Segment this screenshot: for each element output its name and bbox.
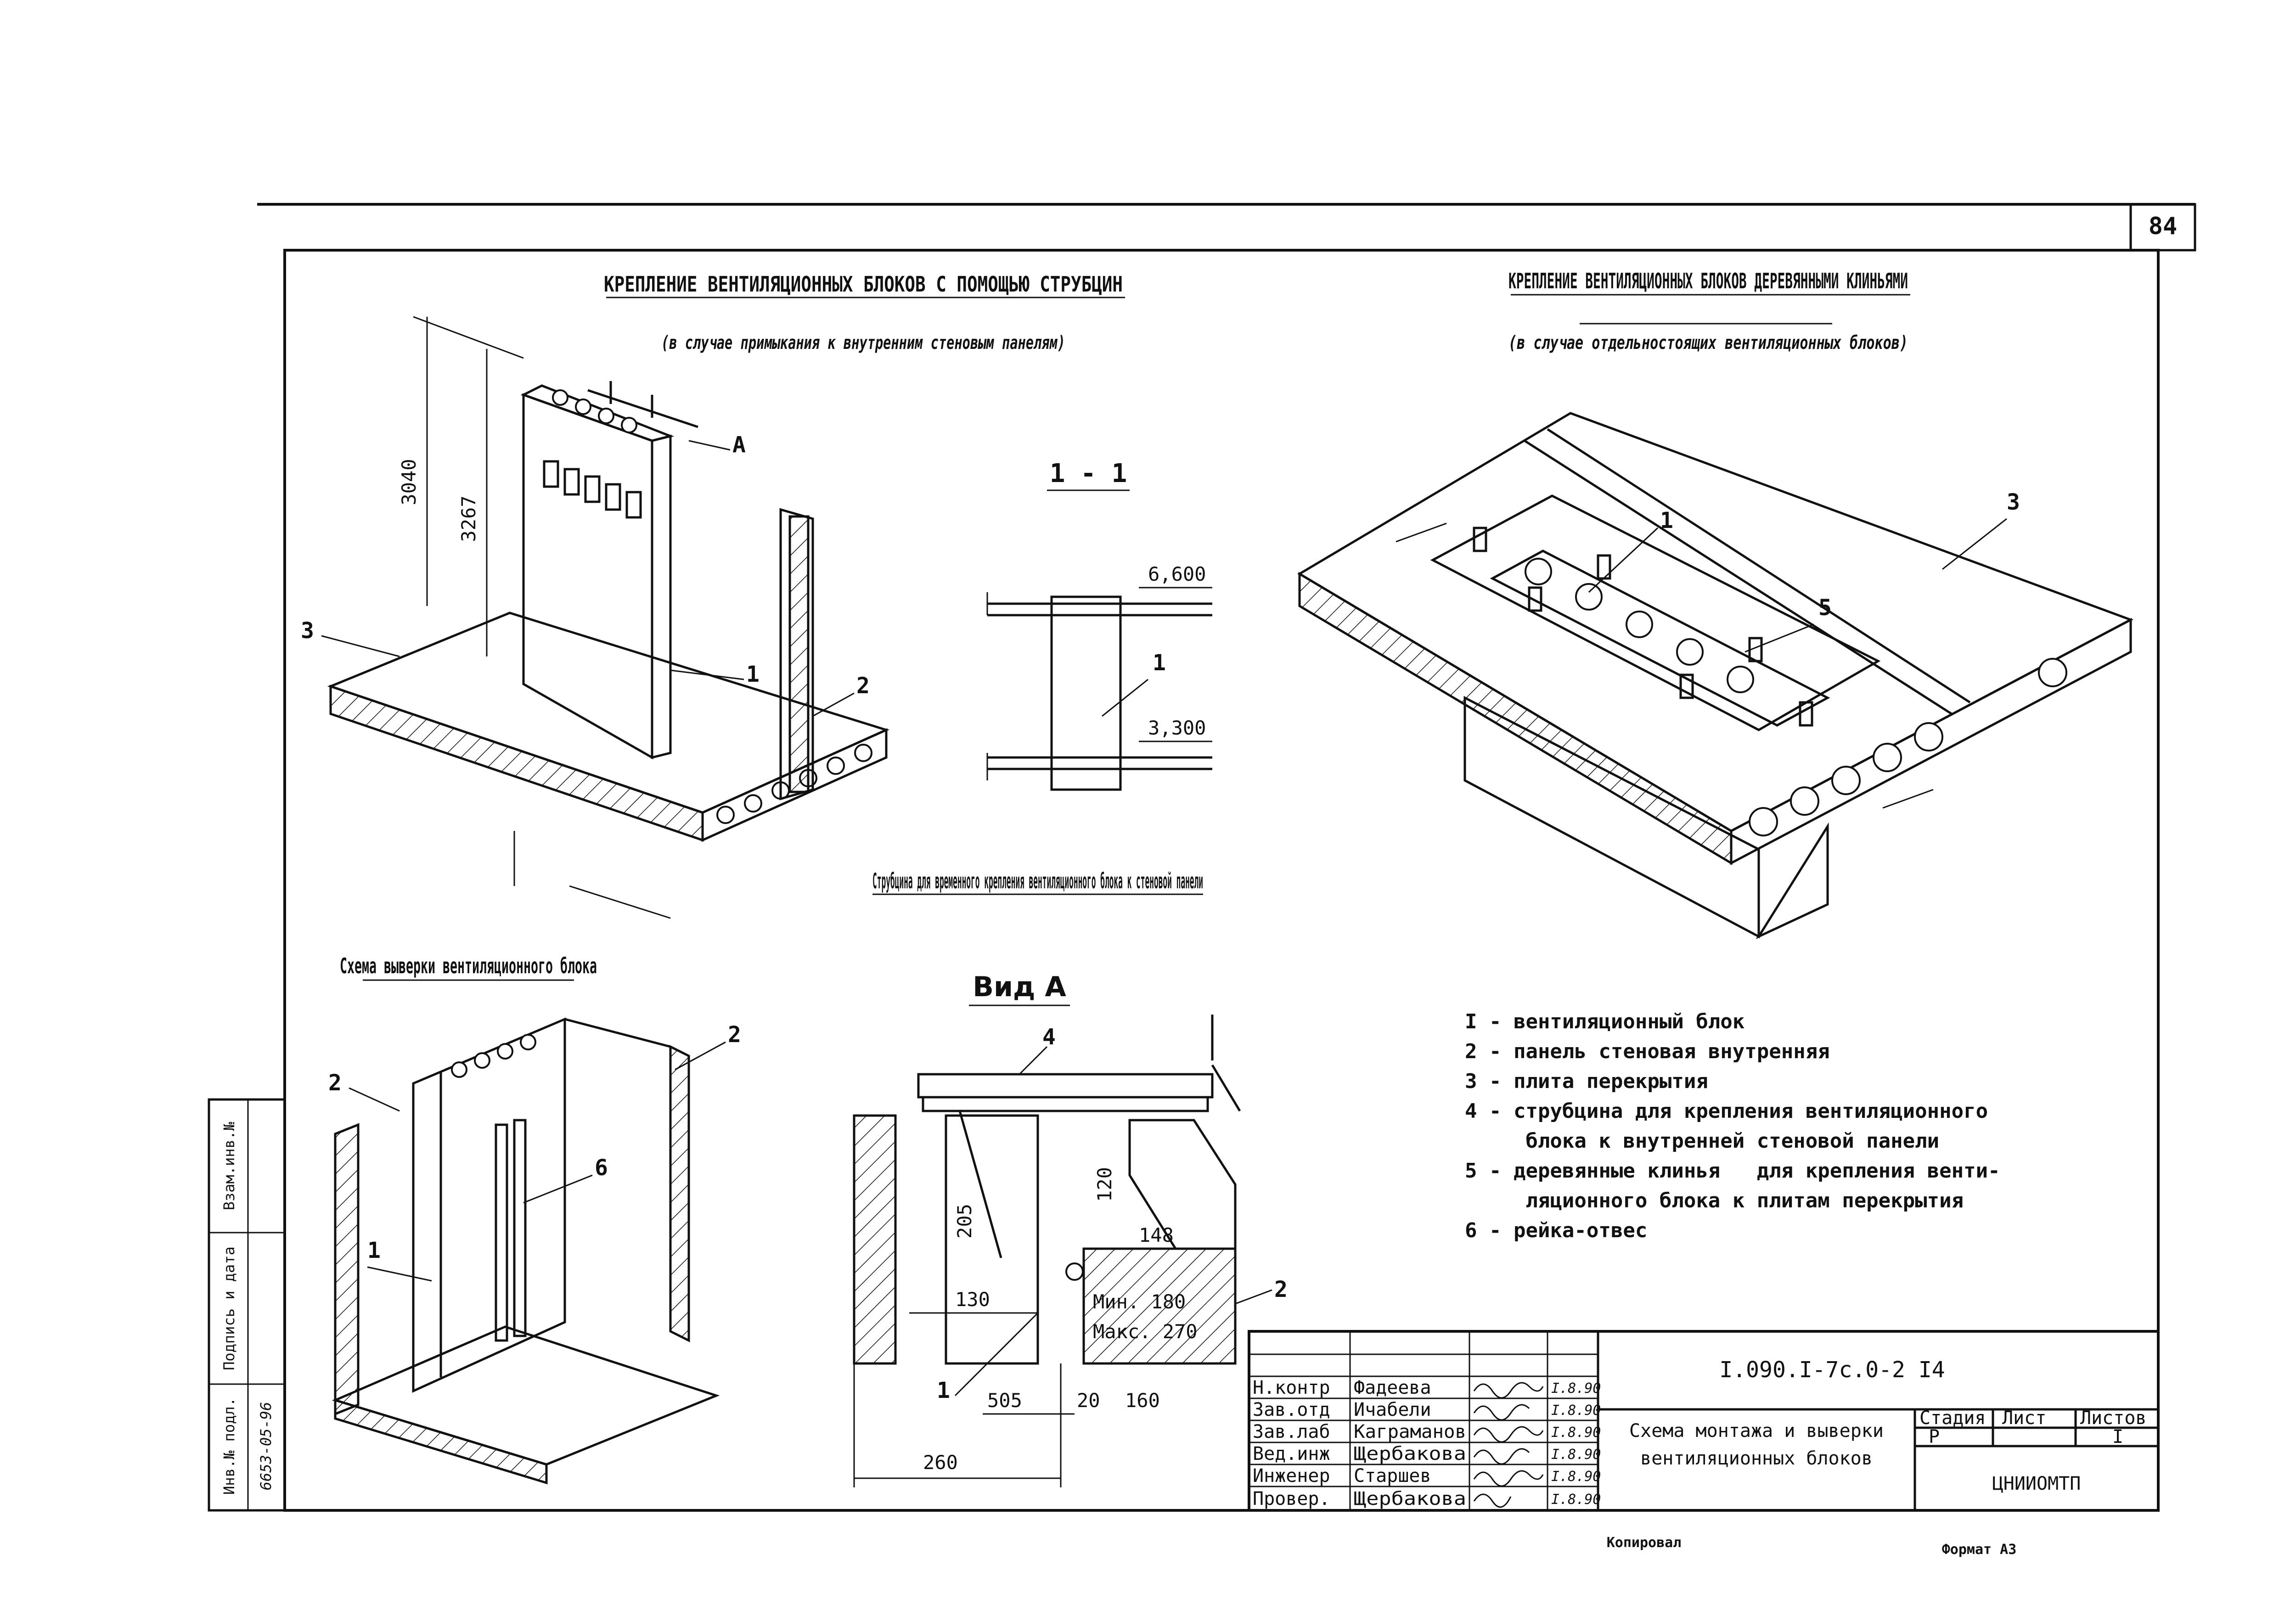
legend-line-3: 3 - плита перекрытия — [1465, 1070, 1708, 1093]
organization: ЦНИИОМТП — [1992, 1473, 2081, 1494]
name-2: Ичабели — [1354, 1399, 1431, 1420]
clamp-title: Струбцина для временного крепления венти… — [872, 869, 1203, 893]
dim-260: 260 — [923, 1451, 958, 1474]
role-1: Н.контр — [1253, 1377, 1330, 1398]
alignment-block-holes — [451, 1034, 536, 1078]
callout-1-c: 1 — [1660, 508, 1673, 533]
callout-2-b: 2 — [328, 1070, 342, 1096]
sheets-value: I — [2112, 1426, 2123, 1447]
footer-copied: Копировал — [1607, 1535, 1682, 1551]
drawing-frame: 84 — [257, 203, 2196, 1512]
callout-1-b: 1 — [1153, 650, 1166, 676]
drawing-title-1: Схема монтажа и выверки — [1629, 1420, 1884, 1442]
stamp-inv-value: 6653-05-96 — [257, 1402, 275, 1491]
dim-3040: 3040 — [398, 459, 420, 505]
document-code: I.090.I-7c.0-2 I4 — [1719, 1357, 1945, 1383]
role-3: Зав.лаб — [1253, 1421, 1330, 1442]
elev-6600: 6,600 — [1148, 563, 1206, 585]
wooden-wedges — [1473, 527, 1813, 727]
legend: I - вентиляционный блок 2 - панель стено… — [1465, 1010, 2000, 1242]
wedge-mount-note: (в случае отдельностоящих вентиляционных… — [1508, 332, 1908, 353]
legend-line-5: блока к внутренней стеновой панели — [1465, 1129, 1939, 1153]
callout-2-c: 2 — [728, 1022, 741, 1048]
title-block: Н.контр Зав.отд Зав.лаб Вед.инж Инженер … — [1248, 1330, 2160, 1512]
sheets-label: Листов — [2080, 1408, 2147, 1429]
stamp-replace-label: Взам.инв.№ — [220, 1122, 238, 1210]
dim-148: 148 — [1139, 1224, 1174, 1246]
date-1: I.8.90 — [1551, 1380, 1601, 1397]
callout-4: 4 — [1042, 1024, 1056, 1050]
dim-160: 160 — [1125, 1389, 1160, 1412]
dim-max: Макс. 270 — [1093, 1320, 1198, 1343]
dim-20: 20 — [1077, 1389, 1100, 1412]
role-5: Инженер — [1253, 1465, 1330, 1486]
callout-3-b: 3 — [2007, 489, 2020, 515]
sheet-label: Лист — [2002, 1408, 2046, 1429]
name-5: Старшев — [1354, 1465, 1431, 1486]
date-5: I.8.90 — [1551, 1469, 1601, 1485]
sheet-number: 84 — [2149, 213, 2178, 240]
callout-5: 5 — [1818, 595, 1832, 621]
stamp-inv-label: Инв.№ подл. — [220, 1397, 238, 1495]
clamp-mount-note: (в случае примыкания к внутренним стенов… — [661, 332, 1065, 353]
dim-3267: 3267 — [457, 495, 480, 542]
clamp-mount-view: КРЕПЛЕНИЕ ВЕНТИЛЯЦИОННЫХ БЛОКОВ С ПОМОЩЬ… — [301, 272, 1125, 919]
callout-a-marker: А — [732, 432, 746, 458]
slab-holes-right — [1749, 658, 2067, 836]
vent-top-holes — [552, 389, 637, 433]
date-3: I.8.90 — [1551, 1425, 1601, 1441]
view-a-title: Вид А — [973, 971, 1066, 1003]
stamp-sign-label: Подпись и дата — [220, 1246, 238, 1370]
signatures — [1473, 1382, 1544, 1508]
role-6: Провер. — [1253, 1488, 1330, 1509]
callout-1-a: 1 — [746, 662, 760, 687]
alignment-view: Схема выверки вентиляционного блока 6 1 … — [328, 954, 741, 1485]
date-2: I.8.90 — [1551, 1402, 1601, 1419]
dim-120: 120 — [1093, 1167, 1116, 1202]
name-4: Щербакова — [1354, 1443, 1466, 1464]
callout-2-a: 2 — [856, 673, 870, 699]
side-stamp: Инв.№ подл. Подпись и дата Взам.инв.№ 66… — [208, 1098, 286, 1512]
callout-1-d: 1 — [367, 1238, 381, 1263]
date-6: I.8.90 — [1551, 1492, 1601, 1508]
legend-line-1: I - вентиляционный блок — [1465, 1010, 1745, 1033]
slab-holes-left — [716, 744, 872, 824]
stage-value: Р — [1929, 1426, 1940, 1447]
drawing-title-2: вентиляционных блоков — [1640, 1448, 1873, 1469]
footer-format: Формат А3 — [1942, 1542, 2017, 1558]
clamp-mount-title: КРЕПЛЕНИЕ ВЕНТИЛЯЦИОННЫХ БЛОКОВ С ПОМОЩЬ… — [604, 272, 1123, 297]
callout-1-e: 1 — [937, 1378, 950, 1403]
section-1-1: 1 - 1 6,600 3,300 1 — [986, 459, 1212, 791]
legend-line-2: 2 - панель стеновая внутренняя — [1465, 1040, 1830, 1063]
wedge-mount-view: КРЕПЛЕНИЕ ВЕНТИЛЯЦИОННЫХ БЛОКОВ ДЕРЕВЯНН… — [1297, 269, 2134, 939]
vent-block-top-holes — [1525, 558, 1754, 693]
role-4: Вед.инж — [1253, 1443, 1330, 1464]
dim-min: Мин. 180 — [1093, 1290, 1186, 1313]
dim-205: 205 — [953, 1204, 976, 1239]
dim-505: 505 — [987, 1389, 1022, 1412]
clamp-detail: Струбцина для временного крепления венти… — [853, 869, 1288, 1487]
name-1: Фадеева — [1354, 1377, 1431, 1398]
legend-line-7: ляционного блока к плитам перекрытия — [1465, 1189, 1964, 1212]
wedge-mount-title: КРЕПЛЕНИЕ ВЕНТИЛЯЦИОННЫХ БЛОКОВ ДЕРЕВЯНН… — [1508, 269, 1908, 293]
dim-130: 130 — [955, 1288, 990, 1311]
name-6: Щербакова — [1354, 1488, 1466, 1509]
callout-3-a: 3 — [301, 618, 314, 644]
callout-6: 6 — [595, 1155, 608, 1181]
section-title: 1 - 1 — [1050, 459, 1127, 488]
elev-3300: 3,300 — [1148, 717, 1206, 739]
legend-line-4: 4 - струбцина для крепления вентиляционн… — [1465, 1099, 1988, 1123]
legend-line-8: 6 - рейка-отвес — [1465, 1219, 1647, 1242]
alignment-title: Схема выверки вентиляционного блока — [340, 954, 597, 978]
legend-line-6: 5 - деревянные клинья для крепления вент… — [1465, 1159, 2000, 1183]
vent-openings — [543, 460, 642, 519]
stage-label: Стадия — [1919, 1408, 1986, 1429]
callout-2-d: 2 — [1274, 1277, 1288, 1302]
role-2: Зав.отд — [1253, 1399, 1330, 1420]
name-3: Каграманов — [1354, 1421, 1466, 1442]
date-4: I.8.90 — [1551, 1447, 1601, 1463]
